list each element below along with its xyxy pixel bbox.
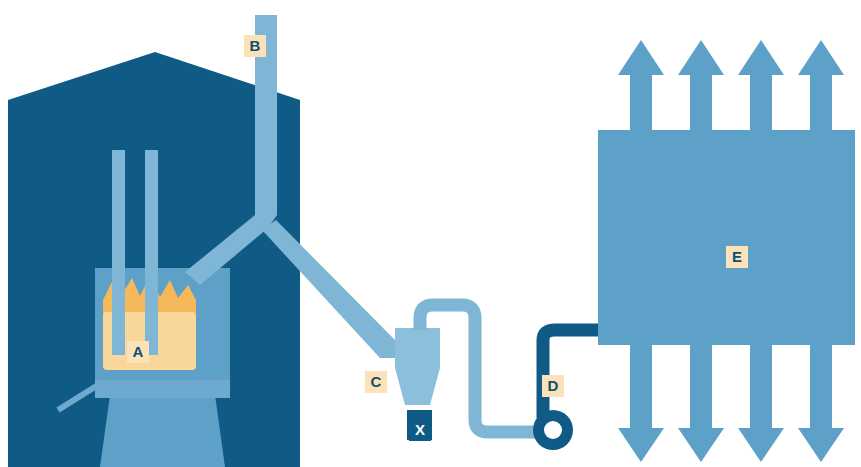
pipe: [543, 330, 605, 418]
callout-letter: C: [365, 371, 387, 393]
callout-letter: A: [127, 341, 149, 363]
chimney-duct: [185, 15, 277, 285]
baghouse: [598, 130, 855, 345]
furnace-base: [100, 395, 225, 467]
callout-letter: E: [726, 246, 748, 268]
furnace-stand: [95, 378, 230, 398]
callout-letter: X: [409, 419, 431, 441]
electrode: [145, 150, 158, 355]
cyclone: [395, 328, 440, 405]
callout-letter: D: [542, 375, 564, 397]
outlet-arrows: [618, 40, 844, 462]
electrode: [112, 150, 125, 355]
duct: [262, 220, 395, 358]
dust-outlet: [407, 410, 432, 440]
pipe: [420, 305, 540, 432]
feed-pipe: [58, 385, 98, 410]
fan-hub: [544, 421, 562, 439]
callout-letter: B: [244, 35, 266, 57]
